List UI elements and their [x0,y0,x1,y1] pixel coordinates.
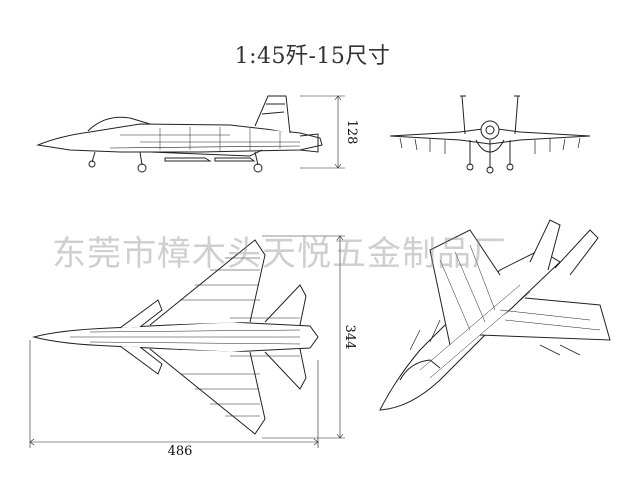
watermark-text: 东莞市樟木头天悦五金制品厂 [52,234,507,274]
top-span-dim: 344 [342,325,357,350]
side-height-dim: 128 [344,120,359,145]
top-length-dim: 486 [168,444,193,459]
side-view [36,95,345,173]
isometric-view [379,219,611,411]
top-view [29,235,345,448]
front-view [389,95,591,174]
drawing-title: 1:45歼-15尺寸 [234,44,391,69]
